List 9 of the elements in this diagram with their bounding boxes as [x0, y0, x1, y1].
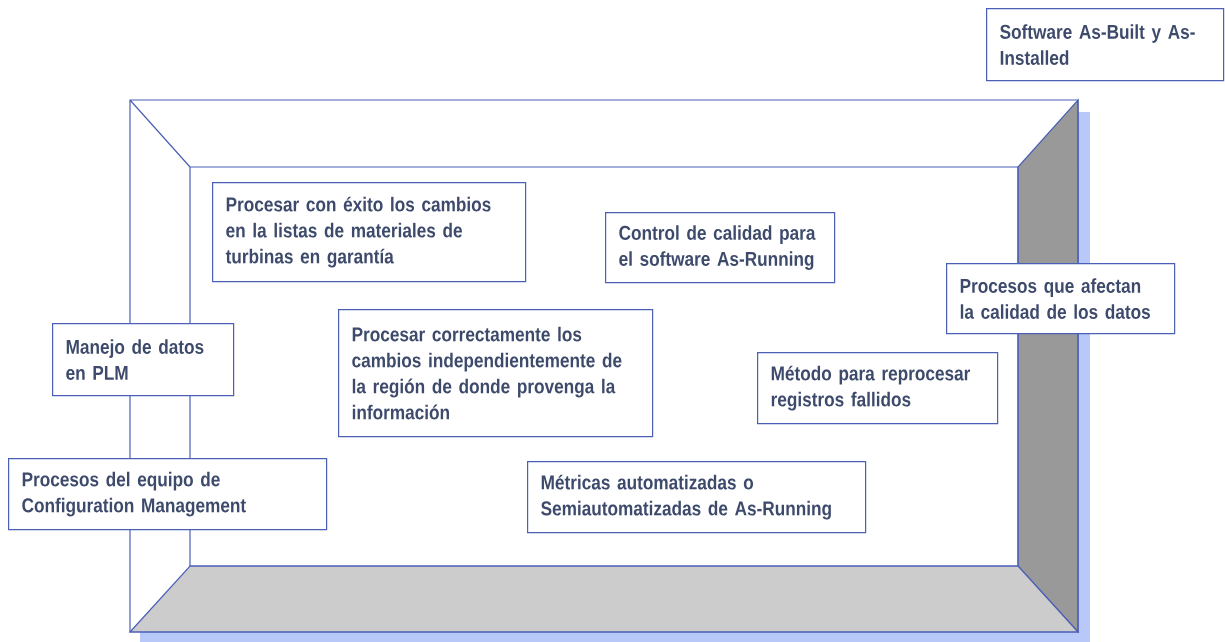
text-box: Procesar con éxito los cambios en la listas de materiales de turbinas en garantía — [212, 182, 527, 283]
text-box: Control de calidad para el software As-Running — [605, 212, 836, 284]
text-box: Manejo de datos en PLM — [52, 323, 235, 397]
text-box: Procesar correctamente los cambios independientemente de la región de donde provenga la información — [338, 309, 654, 438]
text-box: Procesos del equipo de Configuration Management — [8, 458, 328, 531]
text-box: Métricas automatizadas o Semiautomatizadas de As-Running — [527, 461, 867, 534]
text-box: Método para reprocesar registros fallidos — [757, 352, 999, 425]
text-box: Procesos que afectan la calidad de los datos — [946, 263, 1176, 335]
text-box: Software As-Built y As-Installed — [986, 8, 1225, 82]
